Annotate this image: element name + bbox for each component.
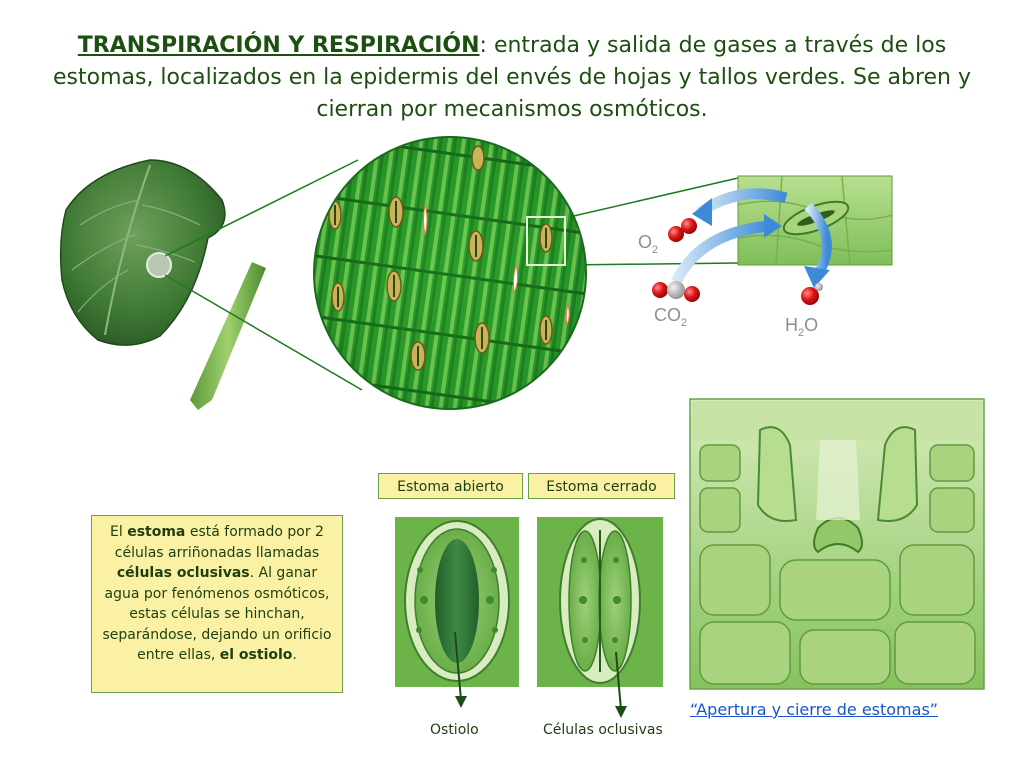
h2o-label: H2O (785, 315, 818, 339)
closed-stoma-tag: Estoma cerrado (528, 473, 675, 499)
info-text-4: . (292, 647, 297, 663)
title-text: entrada y salida de gases a través de lo… (52, 33, 971, 122)
info-bold-guard-cells: células oclusivas (116, 565, 250, 581)
info-text-1: El (110, 524, 128, 540)
page-title: TRANSPIRACIÓN Y RESPIRACIÓN: entrada y s… (40, 30, 984, 126)
open-stoma-illustration (395, 517, 519, 708)
title-colon: : (479, 33, 487, 58)
ostiole-caption: Ostiolo (430, 722, 479, 738)
stoma-info-box: El estoma está formado por 2 células arr… (91, 515, 343, 693)
epidermis-magnified (313, 136, 587, 410)
info-bold-stoma: estoma (127, 524, 186, 540)
o2-molecule (668, 218, 697, 242)
co2-molecule (652, 281, 700, 302)
info-text-3: . Al ganar agua por fenómenos osmóticos,… (102, 565, 332, 663)
gas-exchange-closeup (671, 175, 893, 288)
stoma-cross-section (689, 398, 985, 690)
guard-cells-caption: Células oclusivas (543, 722, 663, 738)
title-highlight: TRANSPIRACIÓN Y RESPIRACIÓN (77, 33, 480, 58)
o2-label: O2 (638, 232, 658, 256)
closed-stoma-illustration (537, 517, 663, 718)
leaf-illustration (59, 159, 266, 410)
info-text-2: está formado por 2 células arriñonadas l… (114, 524, 324, 561)
open-stoma-tag: Estoma abierto (378, 473, 523, 499)
zoom-lines (164, 159, 739, 391)
co2-label: CO2 (654, 305, 687, 329)
stoma-video-link[interactable]: “Apertura y cierre de estomas” (690, 700, 939, 719)
info-bold-ostiole: el ostiolo (219, 647, 293, 663)
h2o-molecule (801, 283, 823, 305)
